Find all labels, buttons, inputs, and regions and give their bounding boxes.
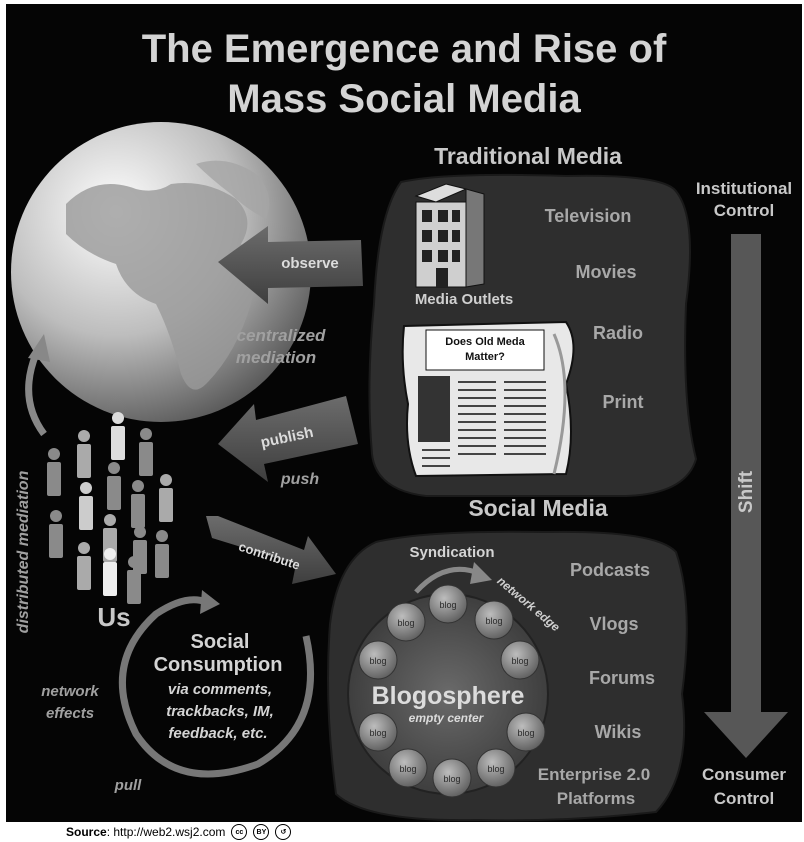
- blog-node-label: blog: [485, 616, 502, 626]
- consumption-detail-3: feedback, etc.: [168, 725, 267, 742]
- distributed-arrow: [25, 352, 47, 437]
- blog-node-label: blog: [369, 728, 386, 738]
- channel-television: Television: [545, 206, 632, 226]
- channel-enterprise: Enterprise 2.0: [538, 765, 650, 784]
- blog-node-label: blog: [399, 764, 416, 774]
- centralized-mediation-line-1: centralized: [237, 326, 326, 345]
- by-attribution-icon: BY: [253, 824, 270, 840]
- distributed-mediation-label: distributed mediation: [15, 470, 32, 633]
- blog-node-label: blog: [397, 618, 414, 628]
- contribute-arrow: [206, 516, 336, 584]
- consumer-control-line-2: Control: [714, 789, 774, 808]
- consumption-detail-2: trackbacks, IM,: [166, 703, 274, 720]
- title-line-1: The Emergence and Rise of: [142, 27, 667, 71]
- consumer-control-line-1: Consumer: [702, 765, 786, 784]
- channel-forums: Forums: [589, 668, 655, 688]
- cc-license-icon: cc: [231, 824, 248, 840]
- us-label: Us: [97, 602, 130, 632]
- newspaper-headline-1: Does Old Meda: [445, 336, 525, 348]
- channel-radio: Radio: [593, 323, 643, 343]
- centralized-mediation-line-2: mediation: [236, 348, 316, 367]
- observe-arrow: [218, 226, 363, 304]
- media-outlets-label: Media Outlets: [415, 291, 513, 308]
- network-effects-line-2: effects: [46, 705, 94, 722]
- source-url[interactable]: : http://web2.wsj2.com: [106, 825, 226, 839]
- consumption-cycle-head: [200, 590, 220, 614]
- network-effects-line-1: network: [41, 683, 99, 700]
- channel-podcasts: Podcasts: [570, 560, 650, 580]
- push-label: push: [280, 471, 319, 488]
- syndication-arrow-head: [470, 562, 492, 584]
- title-line-2: Mass Social Media: [227, 77, 581, 121]
- blog-node-label: blog: [439, 600, 456, 610]
- social-heading: Social Media: [468, 495, 608, 521]
- newspaper-icon: Does Old Meda Matter?: [401, 320, 575, 478]
- institutional-control-line-2: Control: [714, 201, 774, 220]
- globe-icon: [11, 122, 311, 422]
- empty-center-label: empty center: [409, 711, 485, 725]
- distributed-arrow-head: [28, 334, 50, 362]
- pull-label: pull: [114, 777, 142, 794]
- consumption-title-2: Consumption: [154, 654, 283, 676]
- syndication-label: Syndication: [409, 544, 494, 561]
- publish-arrow: [218, 396, 358, 482]
- shift-label: Shift: [736, 470, 757, 513]
- traditional-heading: Traditional Media: [434, 143, 622, 169]
- people-icon: [47, 412, 173, 604]
- consumption-detail-1: via comments,: [168, 681, 272, 698]
- source-label: Source: [66, 825, 107, 839]
- consumption-title-1: Social: [191, 631, 250, 653]
- blog-node-label: blog: [487, 764, 504, 774]
- diagram: The Emergence and Rise of Mass Social Me…: [11, 27, 792, 822]
- channel-vlogs: Vlogs: [589, 614, 638, 634]
- blog-node-label: blog: [511, 656, 528, 666]
- observe-label: observe: [281, 255, 339, 272]
- building-icon: [414, 183, 485, 288]
- infographic-canvas: The Emergence and Rise of Mass Social Me…: [6, 4, 802, 822]
- newspaper-headline-2: Matter?: [465, 351, 505, 363]
- blog-nodes: blog blog blog blog blog blog blog blog …: [358, 584, 546, 798]
- blog-node-label: blog: [369, 656, 386, 666]
- blog-node-label: blog: [443, 774, 460, 784]
- blogosphere-label: Blogosphere: [372, 682, 525, 710]
- source-footer: Source: http://web2.wsj2.com cc BY ↺: [66, 824, 292, 840]
- channel-wikis: Wikis: [595, 722, 642, 742]
- share-alike-icon: ↺: [275, 824, 292, 840]
- shift-arrow: [704, 234, 788, 758]
- blog-node-label: blog: [517, 728, 534, 738]
- channel-platforms: Platforms: [557, 789, 635, 808]
- channel-print: Print: [602, 392, 643, 412]
- institutional-control-line-1: Institutional: [696, 179, 792, 198]
- channel-movies: Movies: [575, 262, 636, 282]
- consumption-cycle-arrow: [118, 596, 315, 778]
